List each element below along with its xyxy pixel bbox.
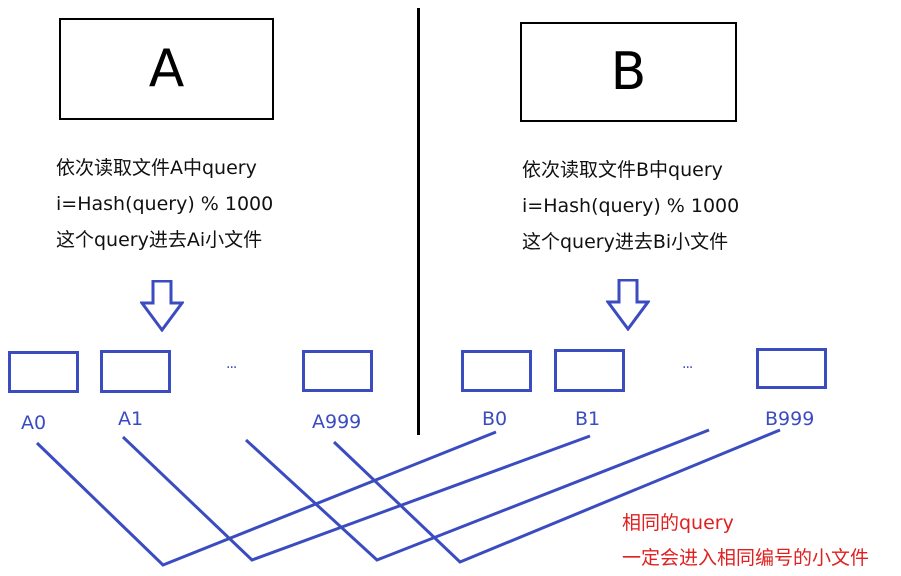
connector-a0-b0 [35,430,497,567]
small-file-label-a0: A0 [21,412,47,434]
center-divider [417,8,420,435]
small-file-label-a1: A1 [118,408,144,430]
file-a-title: A [148,39,185,99]
small-file-a999-box [302,350,373,392]
down-arrow-icon [140,280,184,332]
small-file-b999-box [756,348,827,389]
note-line-1: 相同的query [622,512,734,534]
file-b-step-1: 依次读取文件B中query [522,159,723,181]
connector-a999-b999 [332,428,781,564]
file-b-box: B [520,22,737,122]
small-file-b1-box [554,349,625,392]
small-file-label-b0: B0 [482,408,508,430]
small-file-label-b999: B999 [765,408,815,430]
file-b-title: B [610,42,647,102]
small-file-label-a999: A999 [312,411,362,433]
file-a-description: 依次读取文件A中query i=Hash(query) % 1000 这个que… [56,150,273,258]
file-b-step-3: 这个query进去Bi小文件 [522,231,729,253]
file-b-description: 依次读取文件B中query i=Hash(query) % 1000 这个que… [522,152,739,260]
small-file-b0-box [461,350,532,392]
file-a-step-2: i=Hash(query) % 1000 [56,193,274,215]
file-b-step-2: i=Hash(query) % 1000 [522,195,740,217]
file-a-box: A [59,18,274,120]
small-file-a1-box [100,350,171,393]
file-a-ellipsis: ... [226,356,237,372]
note-line-2: 一定会进入相同编号的小文件 [622,547,870,569]
small-file-label-b1: B1 [575,408,601,430]
small-file-a0-box [8,351,79,393]
connector-ellipsis [244,428,710,562]
connector-a1-b1 [121,434,591,562]
file-a-step-3: 这个query进去Ai小文件 [56,229,263,251]
down-arrow-icon [606,279,650,331]
file-b-ellipsis: ... [682,356,693,372]
file-a-step-1: 依次读取文件A中query [56,157,257,179]
